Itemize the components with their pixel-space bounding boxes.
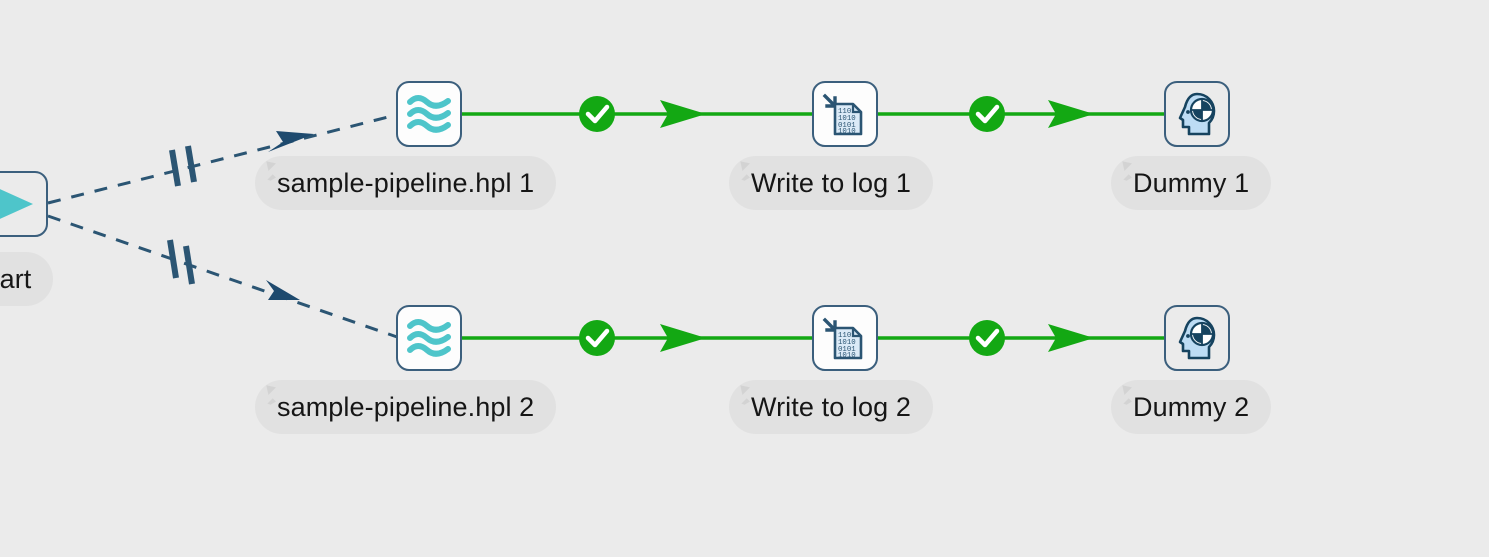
svg-text:1101: 1101 <box>838 332 856 340</box>
node-label-text: sample-pipeline.hpl 1 <box>277 167 535 198</box>
svg-text:1101: 1101 <box>838 108 856 116</box>
success-check-icon[interactable] <box>579 320 615 356</box>
node-label-text: Write to log 2 <box>751 391 911 422</box>
hop-log-2-to-dummy-2[interactable] <box>878 320 1164 356</box>
edit-pen-icon <box>266 385 276 405</box>
node-label-text: Dummy 2 <box>1133 391 1250 422</box>
node-label-pipeline-2[interactable]: sample-pipeline.hpl 2 <box>255 380 557 434</box>
node-label-text: Dummy 1 <box>1133 167 1250 198</box>
node-dummy-2[interactable] <box>1164 305 1230 371</box>
arrowhead-icon <box>660 324 706 352</box>
pipeline-waves-icon <box>407 319 451 357</box>
edit-pen-icon <box>266 161 276 181</box>
hop-pipeline-1-to-log-1[interactable] <box>462 96 812 132</box>
edit-pen-icon <box>1122 385 1132 405</box>
node-label-start[interactable]: tart <box>0 252 54 306</box>
parallel-bars-icon <box>167 239 195 285</box>
node-write-to-log-1[interactable]: 1101 1010 0101 1010 <box>812 81 878 147</box>
success-check-icon[interactable] <box>579 96 615 132</box>
arrowhead-icon <box>1048 324 1094 352</box>
node-dummy-1[interactable] <box>1164 81 1230 147</box>
node-label-text: Write to log 1 <box>751 167 911 198</box>
success-check-icon[interactable] <box>969 320 1005 356</box>
svg-text:1010: 1010 <box>838 115 856 123</box>
node-label-pipeline-1[interactable]: sample-pipeline.hpl 1 <box>255 156 557 210</box>
node-label-text: sample-pipeline.hpl 2 <box>277 391 535 422</box>
svg-text:1010: 1010 <box>838 352 856 360</box>
edit-pen-icon <box>740 161 750 181</box>
node-write-to-log-2[interactable]: 1101 1010 0101 1010 <box>812 305 878 371</box>
hop-log-1-to-dummy-1[interactable] <box>878 96 1164 132</box>
svg-text:1010: 1010 <box>838 128 856 136</box>
node-label-write-to-log-1[interactable]: Write to log 1 <box>729 156 933 210</box>
write-to-log-icon: 1101 1010 0101 1010 <box>822 93 863 136</box>
hop-line <box>47 214 401 340</box>
node-start[interactable] <box>0 171 48 237</box>
edit-pen-icon <box>1122 161 1132 181</box>
svg-text:0101: 0101 <box>838 122 856 130</box>
node-label-dummy-2[interactable]: Dummy 2 <box>1111 380 1272 434</box>
edit-pen-icon <box>740 385 750 405</box>
arrowhead-icon <box>660 100 706 128</box>
dummy-head-target-icon <box>1178 92 1216 136</box>
node-pipeline-2[interactable] <box>396 305 462 371</box>
play-triangle-icon <box>0 189 33 219</box>
success-check-icon[interactable] <box>969 96 1005 132</box>
node-label-text: tart <box>0 263 32 294</box>
svg-text:1010: 1010 <box>838 339 856 347</box>
pipeline-waves-icon <box>407 95 451 133</box>
svg-text:0101: 0101 <box>838 346 856 354</box>
hop-start-to-pipeline-2[interactable] <box>47 214 401 340</box>
node-label-write-to-log-2[interactable]: Write to log 2 <box>729 380 933 434</box>
arrowhead-icon <box>1048 100 1094 128</box>
write-to-log-icon: 1101 1010 0101 1010 <box>822 317 863 360</box>
parallel-bars-icon <box>169 145 197 187</box>
node-label-dummy-1[interactable]: Dummy 1 <box>1111 156 1272 210</box>
arrowhead-icon <box>268 131 314 152</box>
arrowhead-icon <box>266 280 300 300</box>
node-pipeline-1[interactable] <box>396 81 462 147</box>
dummy-head-target-icon <box>1178 316 1216 360</box>
hop-pipeline-2-to-log-2[interactable] <box>462 320 812 356</box>
